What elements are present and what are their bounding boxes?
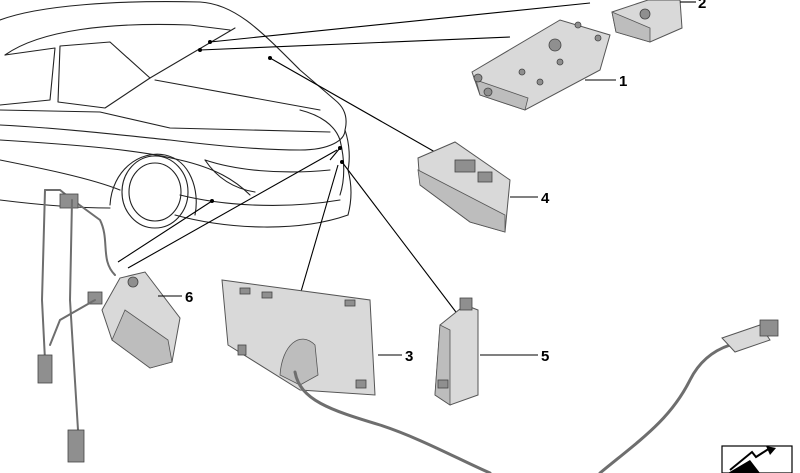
- callout-6: 6: [185, 289, 193, 306]
- callout-4: 4: [541, 190, 550, 207]
- callout-1: 1: [619, 73, 627, 90]
- part-2-module: 2: [611, 0, 706, 43]
- callout-5: 5: [541, 348, 549, 365]
- antenna-cable: [293, 319, 779, 473]
- callout-2: 2: [698, 0, 706, 12]
- leader-lines: [117, 2, 591, 321]
- part-5-module: 5: [434, 297, 549, 406]
- navigation-arrow-icon: [721, 445, 793, 473]
- part-4-control-unit: 4: [417, 141, 550, 233]
- car-outline: [0, 1, 352, 229]
- callout-3: 3: [405, 348, 413, 365]
- part-6-antenna-module: 6: [37, 189, 193, 463]
- part-1-antenna-amplifier: 1: [471, 19, 627, 111]
- part-3-antenna-plate: 3: [221, 279, 413, 396]
